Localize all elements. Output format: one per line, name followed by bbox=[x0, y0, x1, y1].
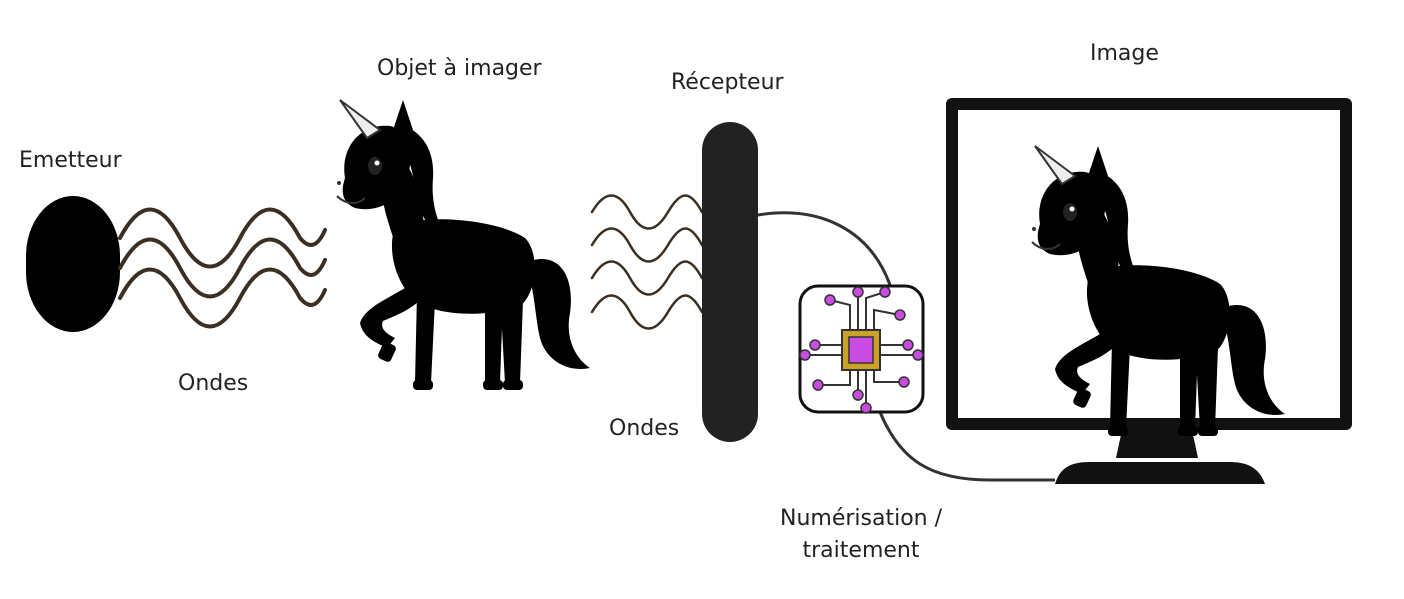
chip-icon bbox=[798, 284, 925, 414]
waves-left-label: Ondes bbox=[178, 371, 249, 396]
image-label: Image bbox=[1090, 41, 1159, 66]
emitter-label: Emetteur bbox=[19, 148, 122, 173]
waves-right bbox=[590, 194, 704, 330]
cable-receiver-chip bbox=[757, 211, 892, 286]
object-label: Objet à imager bbox=[377, 56, 542, 81]
processing-label-line1: Numérisation / bbox=[779, 506, 943, 531]
waves-left bbox=[118, 207, 327, 329]
emitter-shape bbox=[26, 196, 120, 332]
receiver-bar bbox=[702, 122, 758, 442]
waves-right-label: Ondes bbox=[609, 416, 680, 441]
receiver-label: Récepteur bbox=[671, 70, 784, 95]
processing-label-line2: traitement bbox=[802, 538, 920, 563]
cable-chip-monitor bbox=[878, 411, 1055, 482]
pink-unicorn-icon: #pink .body{fill:#f5c4e6;stroke:#333;str… bbox=[336, 99, 591, 391]
